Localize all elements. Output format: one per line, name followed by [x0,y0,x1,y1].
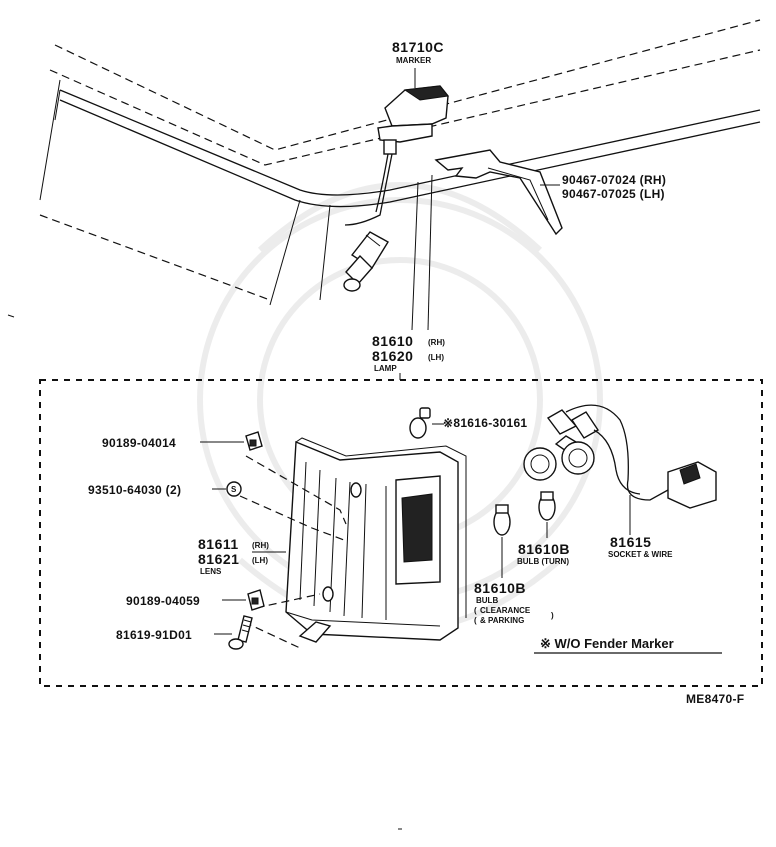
socket-name: SOCKET & WIRE [608,550,673,559]
bulb-turn [538,491,556,521]
lens-lh-number: 81621 [198,551,239,567]
guide-line-3 [255,593,321,609]
marker-name: MARKER [396,56,431,65]
marker-number: 81710C [392,39,444,55]
bulb-clearance-paren-open: ( [474,606,477,615]
guide-line-1 [245,455,347,525]
socket-number: 81615 [610,534,651,550]
bulb-clearance-paren-mid: ( [474,616,477,625]
clip-lower [247,589,265,611]
bolt [228,615,253,650]
vehicle-body-outline [7,19,761,331]
bulb-clearance-paren-close: ) [551,611,554,620]
clip-upper-number: 90189-04014 [102,436,176,450]
lamp-lh-suffix: (LH) [428,353,444,362]
bulb-clearance-number: 81610B [474,580,526,596]
bulb-turn-number: 81610B [518,541,570,557]
lamp-rh-suffix: (RH) [428,338,445,347]
bulb-clearance-name: BULB [476,596,498,605]
marker-lamp [344,85,449,226]
lamp-housing [285,437,467,643]
marker-socket [343,231,389,292]
lens-lh-suffix: (LH) [252,556,268,565]
assembly-box [39,379,763,687]
screw-s-symbol: S [231,485,237,494]
lamp-rh-number: 81610 [372,333,413,349]
lens-rh-number: 81611 [198,536,239,552]
note-label: ※ W/O Fender Marker [540,636,674,651]
lamp-name: LAMP [374,364,397,373]
bracket-rh-number: 90467-07024 (RH) [562,173,666,187]
bracket-lh-number: 90467-07025 (LH) [562,187,665,201]
diagram-code: ME8470-F [686,692,744,706]
bulb-clearance-detail1: CLEARANCE [480,606,531,615]
lens-name: LENS [200,567,222,576]
lamp-lh-number: 81620 [372,348,413,364]
screw-s-number: 93510-64030 (2) [88,483,181,497]
bolt-number: 81619-91D01 [116,628,192,642]
bulb-clearance [493,504,511,536]
side-bulb [409,407,431,439]
side-bulb-number: ※81616-30161 [443,416,527,430]
screw-s: S [226,481,242,497]
guide-line-4 [243,621,301,649]
socket-and-wire [523,404,717,509]
guide-line-2 [239,495,345,541]
lens-rh-suffix: (RH) [252,541,269,550]
bracket [434,149,563,236]
bulb-clearance-detail2: & PARKING [480,616,524,625]
bulb-turn-name: BULB (TURN) [517,557,569,566]
clip-lower-number: 90189-04059 [126,594,200,608]
clip-upper [245,431,263,451]
